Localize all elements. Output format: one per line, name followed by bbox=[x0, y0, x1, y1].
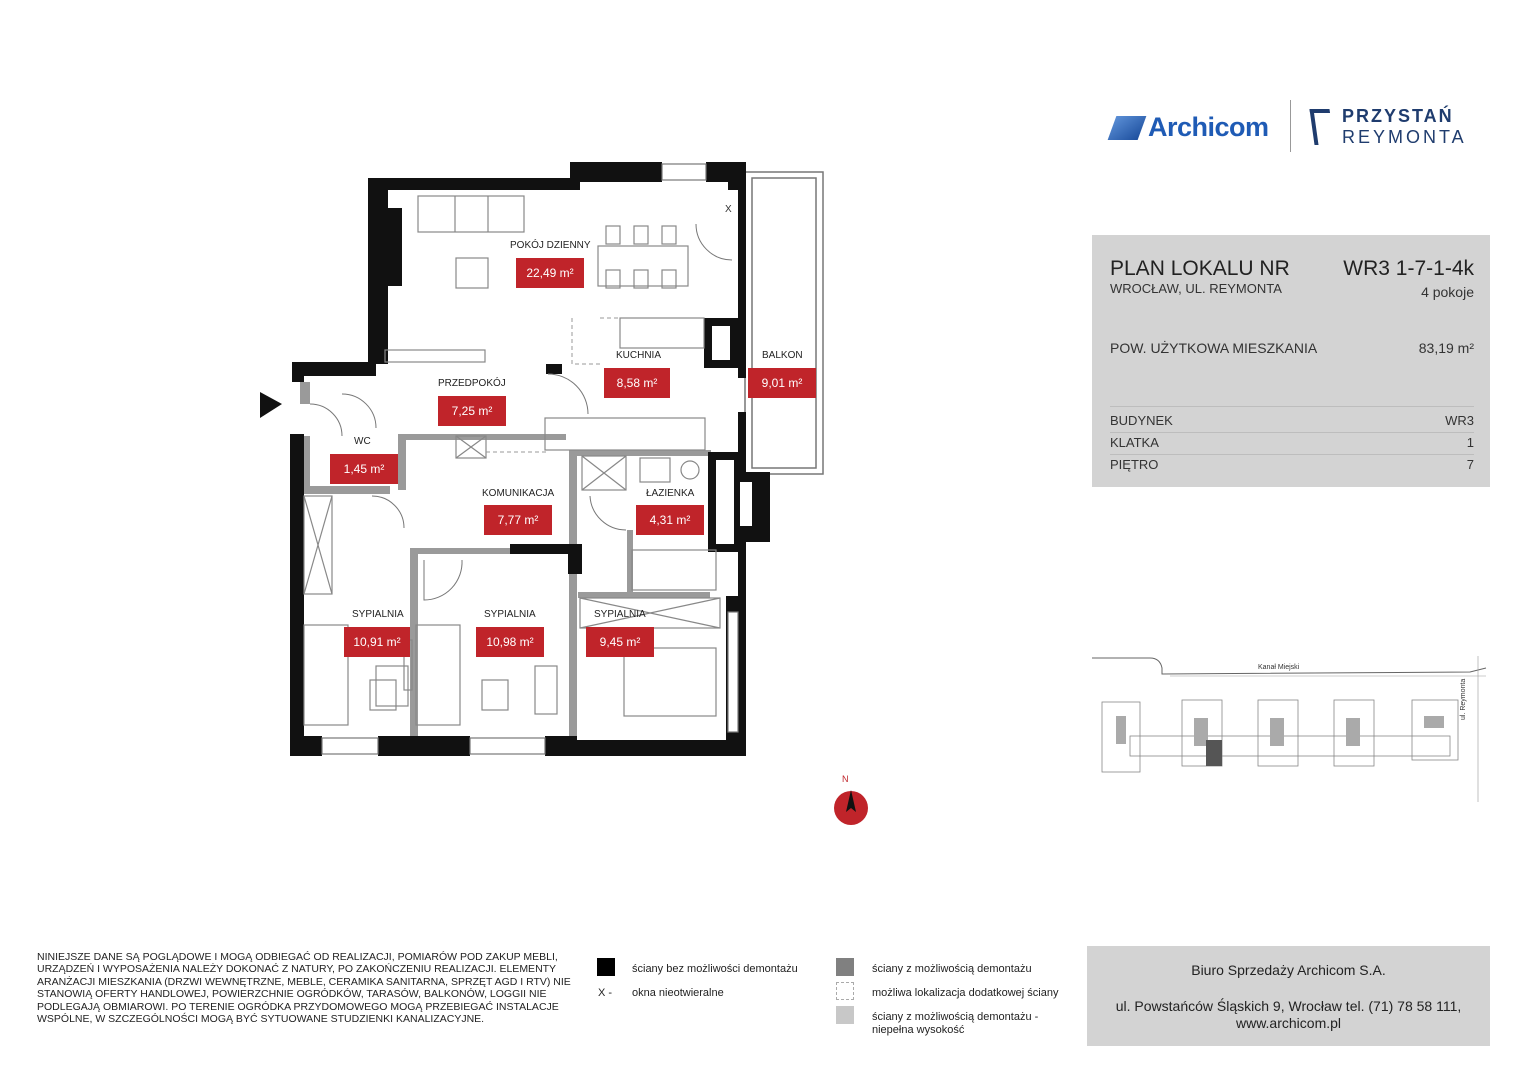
legend-fixed-wall-label: ściany bez możliwości demontażu bbox=[632, 963, 798, 975]
room-count: 4 pokoje bbox=[1421, 284, 1474, 300]
room-label-bathroom: ŁAZIENKA bbox=[646, 488, 695, 499]
legend-partial-wall-swatch bbox=[836, 1006, 854, 1024]
compass-north-label: N bbox=[842, 774, 849, 784]
sales-office-address: ul. Powstańców Śląskich 9, Wrocław tel. … bbox=[1115, 998, 1462, 1014]
usable-area-value: 83,19 m² bbox=[1418, 340, 1474, 356]
room-label-bedroom-3: SYPIALNIA bbox=[594, 609, 646, 620]
site-map-highlight bbox=[1206, 740, 1222, 766]
room-label-corridor: KOMUNIKACJA bbox=[482, 488, 555, 499]
stair-label: KLATKA bbox=[1110, 435, 1159, 450]
non-opening-window-marker: X bbox=[725, 204, 732, 215]
stair-row: KLATKA 1 bbox=[1110, 435, 1474, 450]
room-area-bedroom-3: 9,45 m² bbox=[586, 627, 654, 657]
floor-label: PIĘTRO bbox=[1110, 457, 1159, 472]
room-area-bedroom-1: 10,91 m² bbox=[344, 627, 410, 657]
legend-removable-wall-swatch bbox=[836, 958, 854, 976]
divider bbox=[1110, 432, 1474, 433]
legend-possible-wall-swatch bbox=[836, 982, 854, 1000]
building-value: WR3 bbox=[1445, 413, 1474, 428]
room-label-living: POKÓJ DZIENNY bbox=[510, 240, 591, 251]
room-area-wc: 1,45 m² bbox=[330, 454, 398, 484]
building-label: BUDYNEK bbox=[1110, 413, 1173, 428]
site-map bbox=[1092, 656, 1487, 802]
usable-area-row: POW. UŻYTKOWA MIESZKANIA 83,19 m² bbox=[1110, 340, 1474, 356]
plan-title: PLAN LOKALU NR bbox=[1110, 257, 1290, 280]
compass-icon bbox=[834, 790, 868, 825]
divider bbox=[1110, 406, 1474, 407]
archicom-logo-text: Archicom bbox=[1148, 112, 1269, 142]
unit-info-panel: PLAN LOKALU NR WR3 1-7-1-4k WROCŁAW, UL.… bbox=[1092, 235, 1490, 487]
balcony-outline bbox=[744, 171, 824, 475]
room-label-bedroom-2: SYPIALNIA bbox=[484, 609, 536, 620]
usable-area-label: POW. UŻYTKOWA MIESZKANIA bbox=[1110, 340, 1318, 356]
sales-office-box: Biuro Sprzedaży Archicom S.A. ul. Powsta… bbox=[1087, 946, 1490, 1046]
room-label-balcony: BALKON bbox=[762, 350, 803, 361]
room-area-kitchen: 8,58 m² bbox=[604, 368, 670, 398]
room-area-hall: 7,25 m² bbox=[438, 396, 506, 426]
logo-divider bbox=[1290, 100, 1291, 152]
przystan-logo-line1: PRZYSTAŃ bbox=[1342, 106, 1454, 126]
room-label-kitchen: KUCHNIA bbox=[616, 350, 662, 361]
legend-possible-wall-label: możliwa lokalizacja dodatkowej ściany bbox=[872, 987, 1059, 999]
sales-office-web: www.archicom.pl bbox=[1235, 1015, 1342, 1031]
room-area-corridor: 7,77 m² bbox=[484, 505, 552, 535]
possible-wall-lines bbox=[486, 317, 620, 453]
legend-window-x-mark: X - bbox=[598, 987, 613, 999]
door-swings bbox=[309, 223, 733, 601]
building-row: BUDYNEK WR3 bbox=[1110, 413, 1474, 428]
legend-window-label: okna nieotwieralne bbox=[632, 987, 724, 999]
room-label-wc: WC bbox=[354, 436, 371, 447]
room-label-bedroom-1: SYPIALNIA bbox=[352, 609, 404, 620]
entrance-arrow-icon bbox=[260, 392, 282, 418]
unit-number: WR3 1-7-1-4k bbox=[1343, 257, 1474, 280]
przystan-logo-line2: REYMONTA bbox=[1342, 127, 1467, 147]
shafts bbox=[712, 326, 752, 544]
site-map-street-label: ul. Reymonta bbox=[1460, 678, 1467, 720]
legend-removable-wall-label: ściany z możliwością demontażu bbox=[872, 963, 1032, 975]
divider bbox=[1110, 454, 1474, 455]
room-area-bedroom-2: 10,98 m² bbox=[476, 627, 544, 657]
stair-value: 1 bbox=[1466, 435, 1474, 450]
windows bbox=[321, 163, 739, 755]
sales-office-name: Biuro Sprzedaży Archicom S.A. bbox=[1191, 962, 1386, 978]
disclaimer-text: NINIEJSZE DANE SĄ POGLĄDOWE I MOGĄ ODBIE… bbox=[37, 951, 571, 1026]
room-label-hall: PRZEDPOKÓJ bbox=[438, 378, 506, 389]
room-area-balcony: 9,01 m² bbox=[748, 368, 816, 398]
unit-address: WROCŁAW, UL. REYMONTA bbox=[1110, 281, 1282, 296]
legend-fixed-wall-swatch bbox=[597, 958, 615, 976]
legend-partial-wall-label-2: niepełna wysokość bbox=[872, 1024, 965, 1036]
archicom-logo: Archicom bbox=[1107, 112, 1269, 143]
floor-row: PIĘTRO 7 bbox=[1110, 457, 1474, 472]
site-map-canal-label: Kanał Miejski bbox=[1258, 664, 1300, 671]
room-area-bathroom: 4,31 m² bbox=[636, 505, 704, 535]
przystan-logo: PRZYSTAŃ REYMONTA bbox=[1309, 106, 1467, 148]
floor-value: 7 bbox=[1466, 457, 1474, 472]
room-area-living: 22,49 m² bbox=[516, 258, 584, 288]
legend-partial-wall-label-1: ściany z możliwością demontażu - bbox=[872, 1011, 1039, 1023]
furniture bbox=[303, 195, 721, 726]
